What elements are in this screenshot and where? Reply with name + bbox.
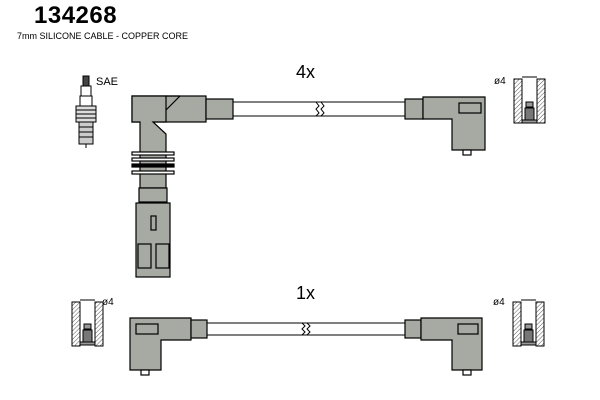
straight-plug-boot: [131, 95, 234, 278]
top-cable-wire: [233, 101, 405, 117]
distributor-socket-bottom-left: [71, 299, 104, 347]
bottom-cable-wire: [207, 322, 405, 336]
spark-plug-icon: [75, 75, 97, 148]
distributor-socket-top-right: [513, 76, 546, 124]
quantity-label-bottom: 1x: [296, 283, 316, 303]
distributor-socket-bottom-right: [512, 299, 545, 347]
cable-description: 7mm SILICONE CABLE - COPPER CORE: [17, 31, 189, 41]
quantity-label-top: 4x: [296, 62, 316, 82]
part-number: 134268: [34, 2, 118, 29]
angled-terminal-bottom-right: [404, 317, 483, 376]
diameter-label-top-right: ø4: [494, 76, 506, 87]
angled-terminal-top: [404, 96, 486, 156]
diameter-label-bottom-right: ø4: [493, 297, 505, 308]
spark-plug-label: SAE: [96, 76, 119, 88]
diameter-label-bottom-left: ø4: [102, 297, 114, 308]
angled-terminal-bottom-left: [129, 317, 208, 376]
